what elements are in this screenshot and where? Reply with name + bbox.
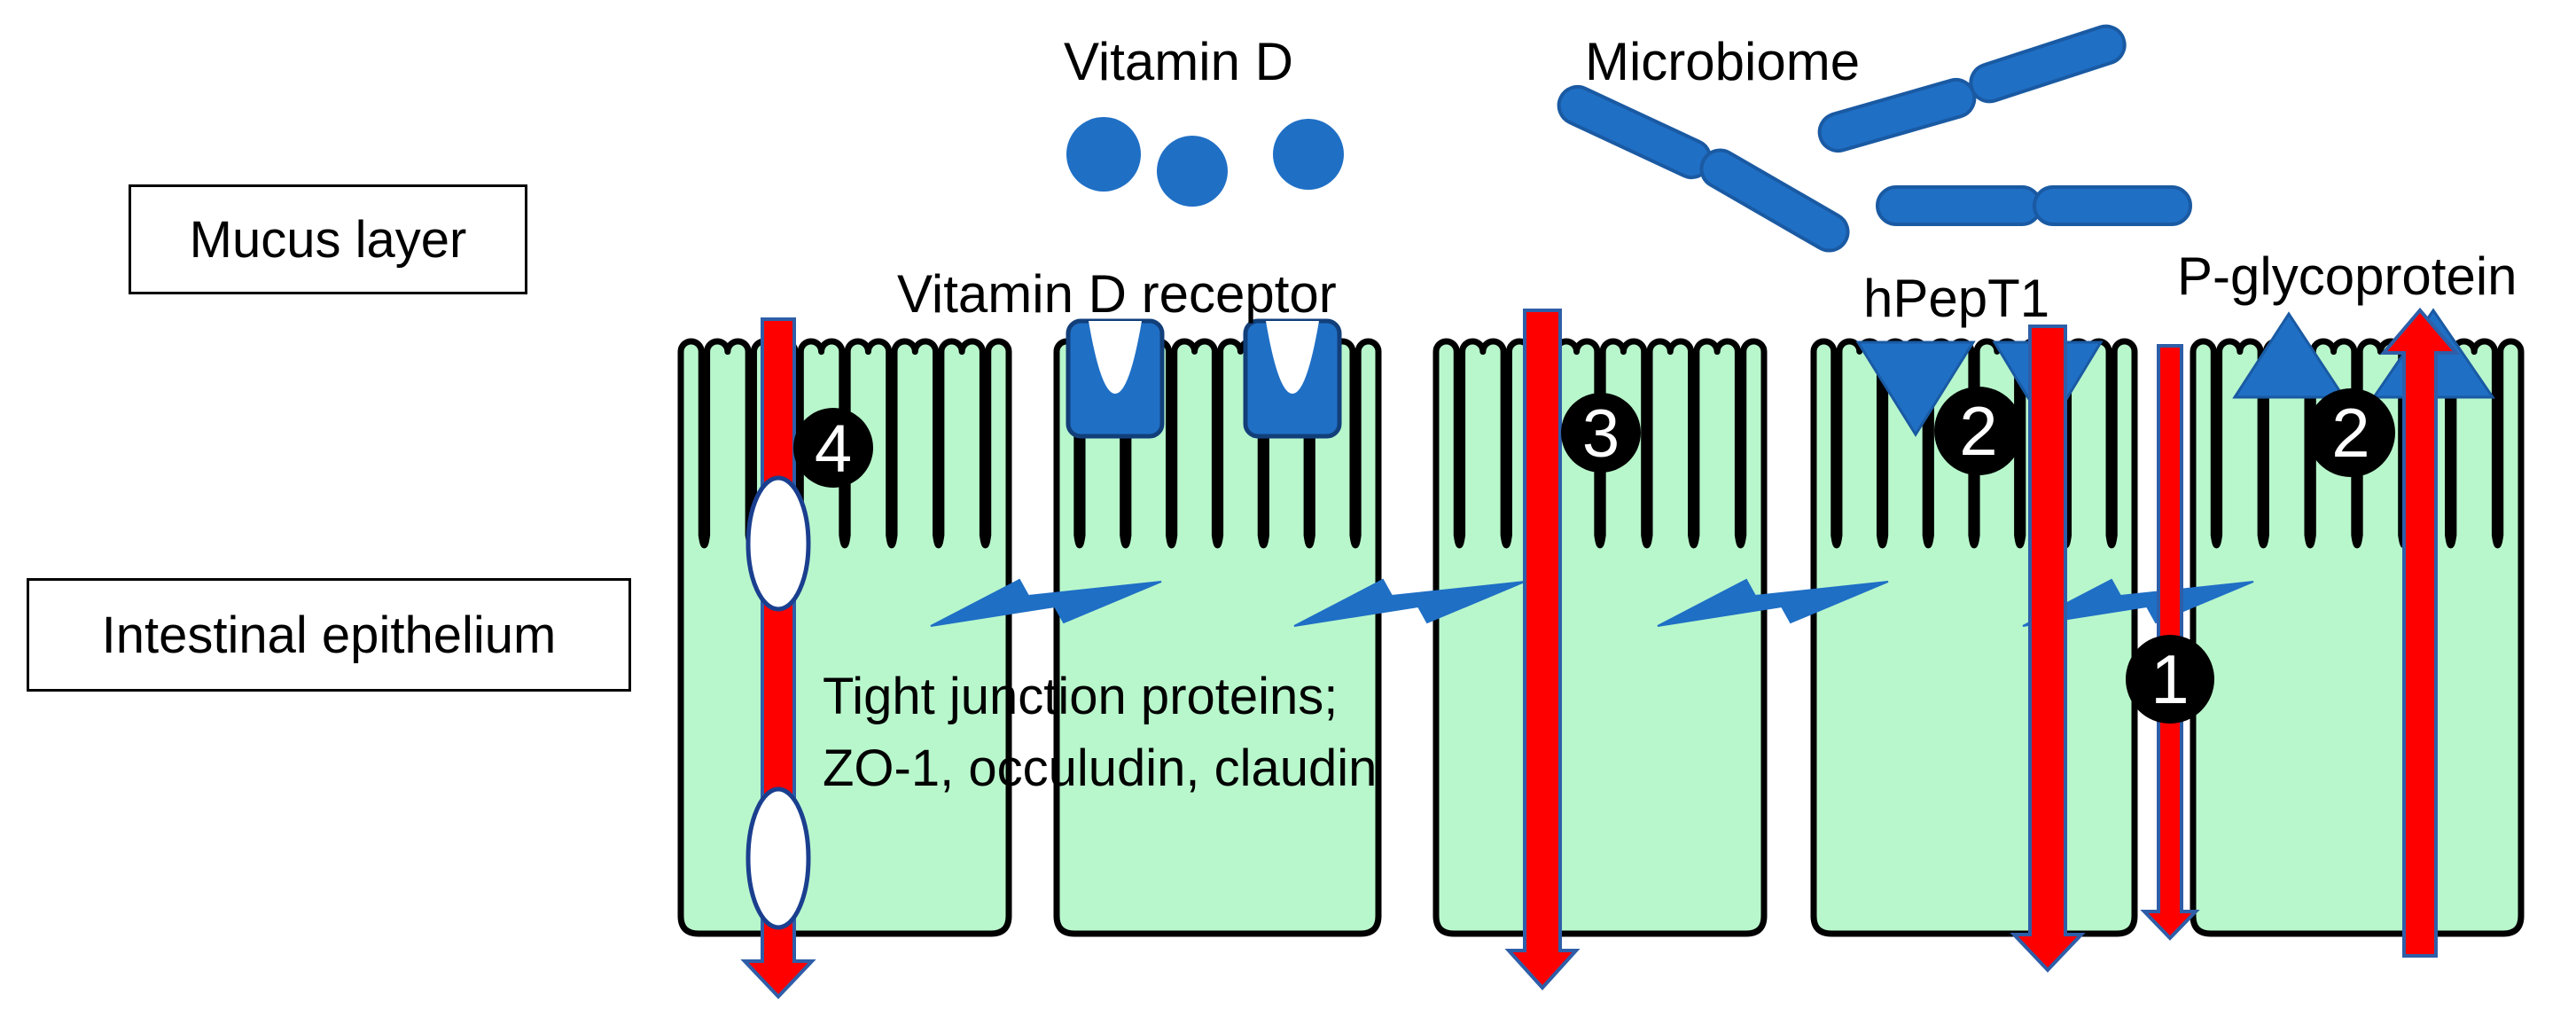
bacterium xyxy=(1817,24,2127,153)
route-marker-1: 1 xyxy=(2126,635,2214,724)
microbiome-label: Microbiome xyxy=(1585,32,1860,91)
route-marker-4: 4 xyxy=(793,408,873,488)
route-4-arrow xyxy=(740,317,816,999)
tight-junction xyxy=(930,578,1162,627)
intestinal-epithelium-label: Intestinal epithelium xyxy=(27,578,631,692)
vitamin-d-molecules xyxy=(1066,117,1344,207)
svg-text:4: 4 xyxy=(815,411,852,487)
microbiome-bacteria xyxy=(1557,24,2192,253)
mucus-layer-label: Mucus layer xyxy=(129,184,527,294)
bacterium xyxy=(1876,185,2192,226)
svg-text:2: 2 xyxy=(1959,392,1997,470)
svg-text:3: 3 xyxy=(1582,396,1620,472)
epithelial-cell xyxy=(1432,338,1768,937)
route-marker-3: 3 xyxy=(1561,393,1641,473)
svg-text:2: 2 xyxy=(2331,394,2369,472)
tight-junction xyxy=(1657,578,1889,627)
epithelial-cells xyxy=(677,338,2525,937)
bacterium xyxy=(1557,84,1850,253)
transport-routes xyxy=(740,307,2461,999)
tight-junctions xyxy=(930,578,2254,627)
vitamin-d-molecule xyxy=(1066,117,1141,192)
vitamin-d-receptors xyxy=(1066,318,1342,439)
p-glycoprotein-transporter xyxy=(2232,311,2346,399)
p-glycoprotein-label: P-glycoprotein xyxy=(2177,246,2517,306)
vesicle xyxy=(745,475,811,612)
hpept1-transporter xyxy=(1855,340,1976,437)
epithelial-cell xyxy=(2190,338,2525,937)
vitamin-d-molecule xyxy=(1157,136,1228,207)
tight-junction xyxy=(2022,578,2254,627)
tight-junction-examples-label: ZO-1, occuludin, claudin xyxy=(823,739,1377,797)
svg-text:1: 1 xyxy=(2151,640,2189,718)
vitamin-d-molecule xyxy=(1273,119,1344,190)
tight-junction-proteins-label: Tight junction proteins; xyxy=(823,668,1338,725)
route-marker-2-pgp: 2 xyxy=(2307,388,2395,477)
route-markers: 4 3 2 2 1 xyxy=(793,387,2395,724)
route-marker-2-hpept1: 2 xyxy=(1934,387,2023,475)
vitamin-d-receptor-label: Vitamin D receptor xyxy=(897,264,1337,324)
vitamin-d-receptor xyxy=(1243,318,1342,439)
route-3-arrow xyxy=(1504,309,1581,990)
route-2-pgp-arrow xyxy=(2379,307,2461,958)
paracellular-vesicles xyxy=(745,475,811,930)
route-2-hpept1-arrow xyxy=(2010,325,2086,973)
vitamin-d-receptor xyxy=(1066,318,1165,439)
vitamin-d-label: Vitamin D xyxy=(1064,32,1293,91)
vesicle xyxy=(745,786,811,930)
hpept1-label: hPepT1 xyxy=(1863,269,2049,328)
